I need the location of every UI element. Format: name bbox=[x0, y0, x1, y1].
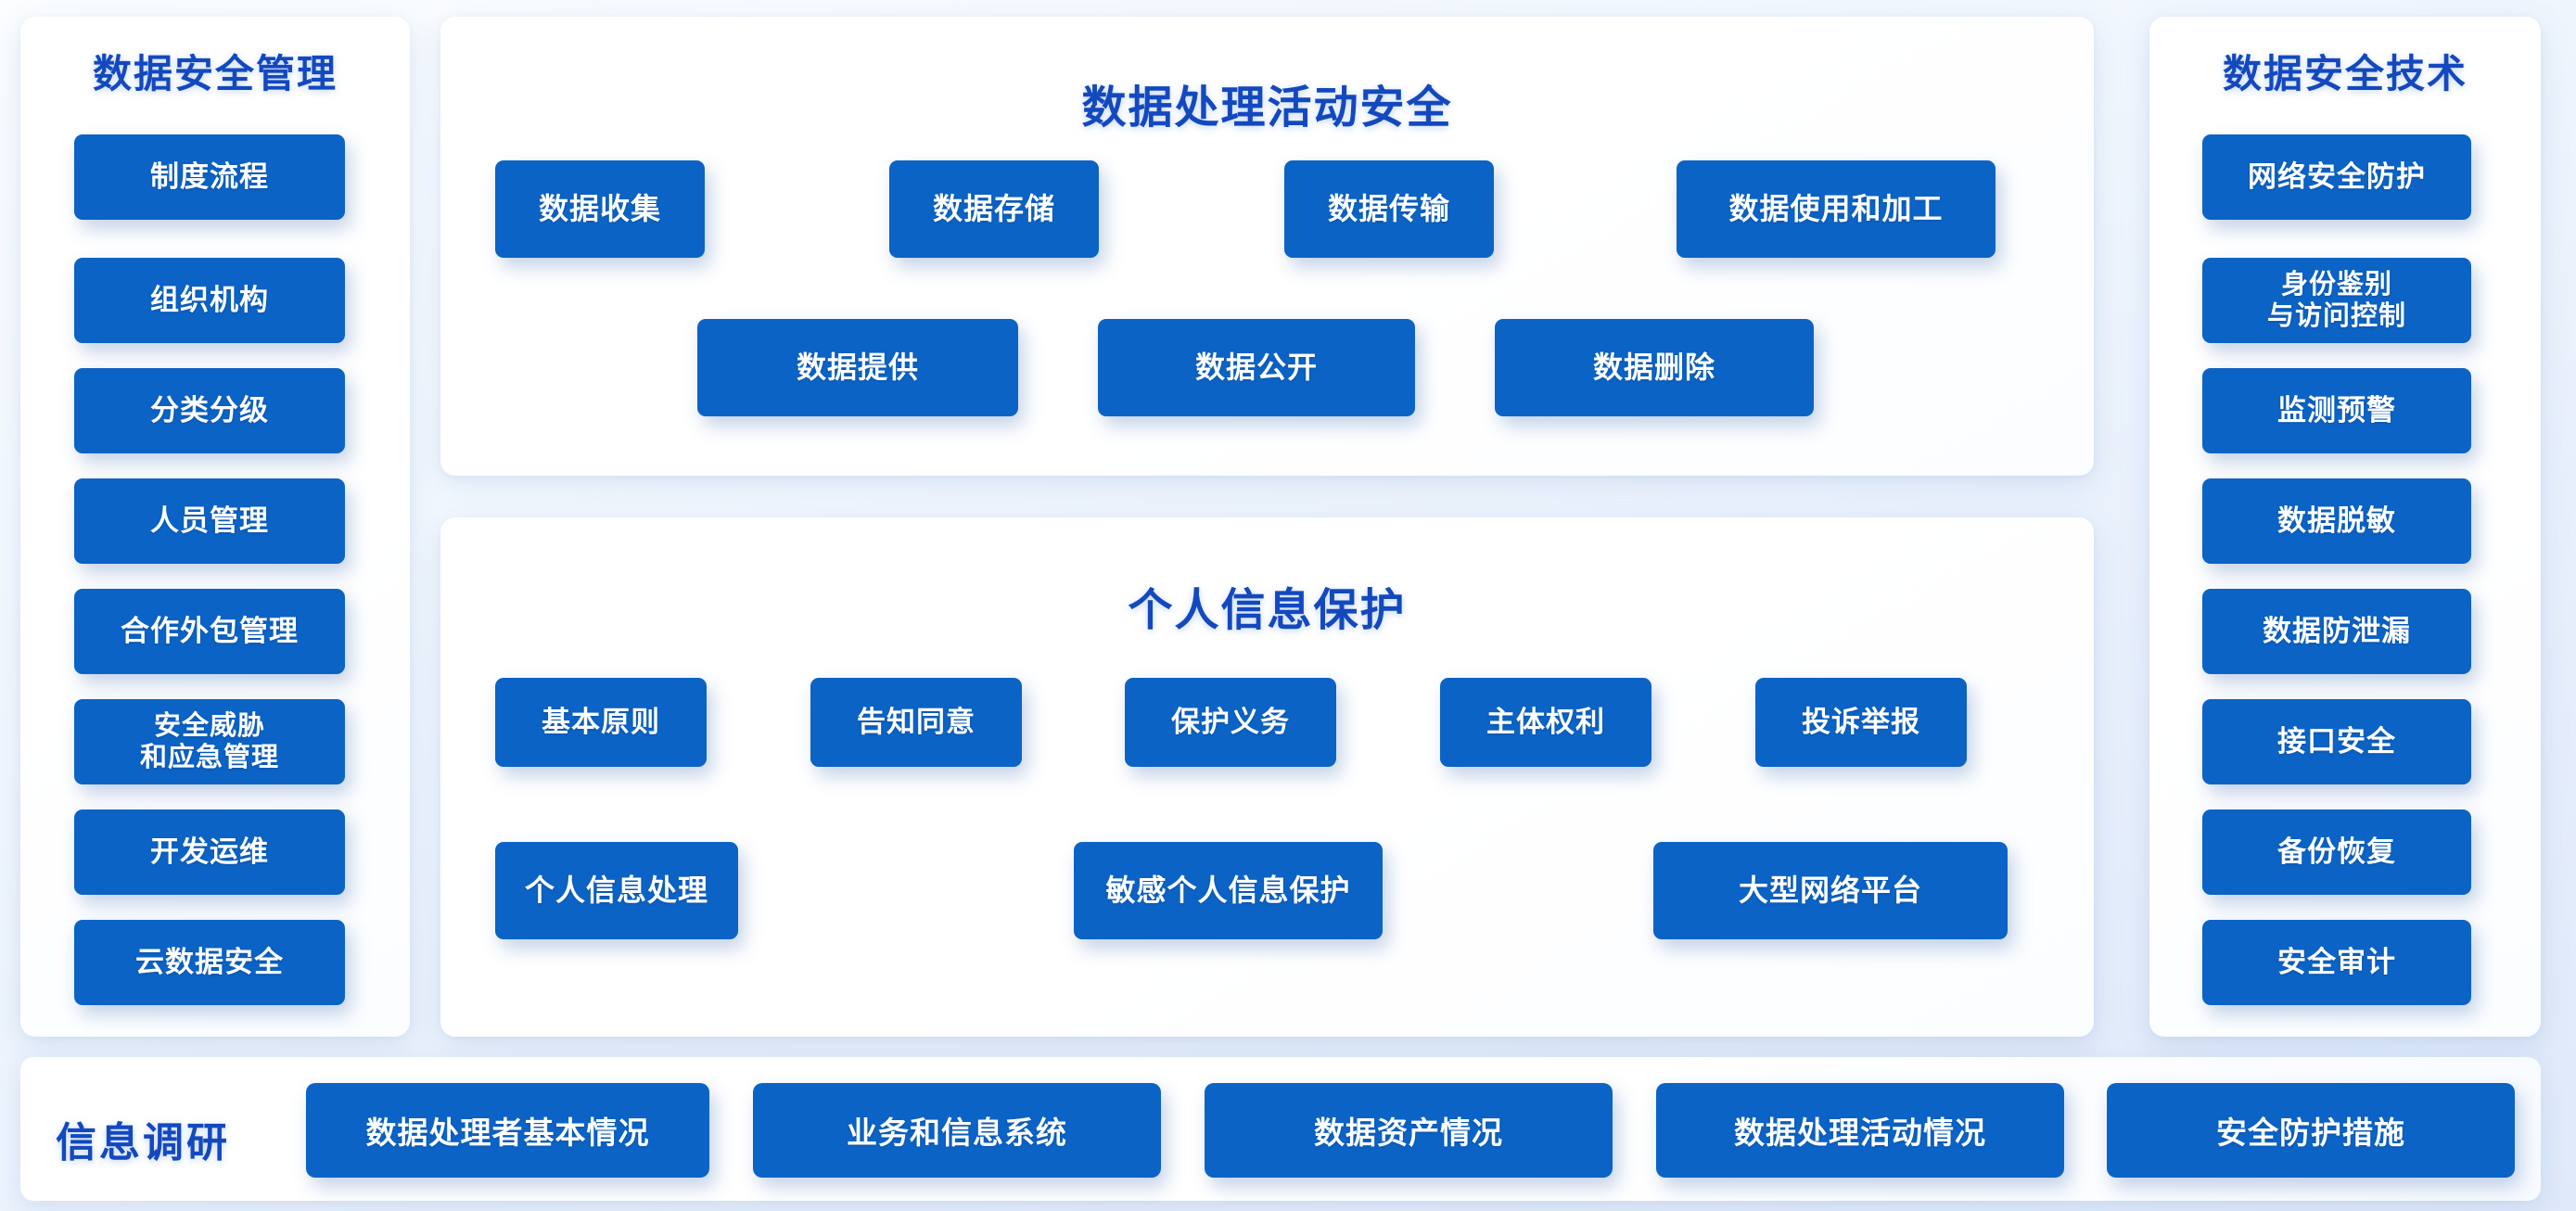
chip-survey-4[interactable]: 安全防护措施 bbox=[2107, 1083, 2515, 1178]
chip-survey-3[interactable]: 数据处理活动情况 bbox=[1656, 1083, 2064, 1178]
chip-survey-0[interactable]: 数据处理者基本情况 bbox=[306, 1083, 709, 1178]
chip-pi-7[interactable]: 大型网络平台 bbox=[1653, 842, 2008, 939]
chip-left-3[interactable]: 人员管理 bbox=[74, 478, 345, 564]
chip-right-3[interactable]: 数据脱敏 bbox=[2202, 478, 2471, 564]
chip-pi-1[interactable]: 告知同意 bbox=[810, 678, 1022, 767]
chip-pi-6[interactable]: 敏感个人信息保护 bbox=[1074, 842, 1383, 939]
chip-left-6[interactable]: 开发运维 bbox=[74, 809, 345, 895]
chip-right-5[interactable]: 接口安全 bbox=[2202, 699, 2471, 784]
chip-left-7[interactable]: 云数据安全 bbox=[74, 920, 345, 1005]
chip-activity-6[interactable]: 数据删除 bbox=[1495, 319, 1814, 416]
chip-activity-4[interactable]: 数据提供 bbox=[697, 319, 1018, 416]
chip-right-4[interactable]: 数据防泄漏 bbox=[2202, 589, 2471, 674]
chip-left-5[interactable]: 安全威胁 和应急管理 bbox=[74, 699, 345, 784]
chip-left-1[interactable]: 组织机构 bbox=[74, 258, 345, 343]
panel-title-center-bottom: 个人信息保护 bbox=[1128, 586, 1407, 635]
chip-right-7[interactable]: 安全审计 bbox=[2202, 920, 2471, 1005]
chip-activity-3[interactable]: 数据使用和加工 bbox=[1677, 160, 1996, 258]
panel-title-right: 数据安全技术 bbox=[2222, 52, 2468, 96]
chip-right-0[interactable]: 网络安全防护 bbox=[2202, 134, 2471, 220]
chip-right-6[interactable]: 备份恢复 bbox=[2202, 809, 2471, 895]
chip-activity-5[interactable]: 数据公开 bbox=[1098, 319, 1415, 416]
chip-pi-4[interactable]: 投诉举报 bbox=[1755, 678, 1967, 767]
panel-title-left: 数据安全管理 bbox=[92, 52, 338, 96]
chip-pi-5[interactable]: 个人信息处理 bbox=[495, 842, 738, 939]
chip-activity-0[interactable]: 数据收集 bbox=[495, 160, 705, 258]
chip-survey-1[interactable]: 业务和信息系统 bbox=[753, 1083, 1161, 1178]
chip-left-0[interactable]: 制度流程 bbox=[74, 134, 345, 220]
chip-activity-2[interactable]: 数据传输 bbox=[1284, 160, 1494, 258]
chip-survey-2[interactable]: 数据资产情况 bbox=[1205, 1083, 1613, 1178]
chip-right-1[interactable]: 身份鉴别 与访问控制 bbox=[2202, 258, 2471, 343]
chip-right-2[interactable]: 监测预警 bbox=[2202, 368, 2471, 453]
chip-left-2[interactable]: 分类分级 bbox=[74, 368, 345, 453]
chip-pi-3[interactable]: 主体权利 bbox=[1440, 678, 1651, 767]
chip-activity-1[interactable]: 数据存储 bbox=[889, 160, 1099, 258]
panel-title-center-top: 数据处理活动安全 bbox=[1081, 83, 1453, 133]
chip-pi-2[interactable]: 保护义务 bbox=[1125, 678, 1336, 767]
chip-pi-0[interactable]: 基本原则 bbox=[495, 678, 707, 767]
chip-left-4[interactable]: 合作外包管理 bbox=[74, 589, 345, 674]
bottom-bar-label: 信息调研 bbox=[56, 1120, 230, 1166]
panel-personal-information-protection: 个人信息保护 bbox=[440, 517, 2094, 1037]
